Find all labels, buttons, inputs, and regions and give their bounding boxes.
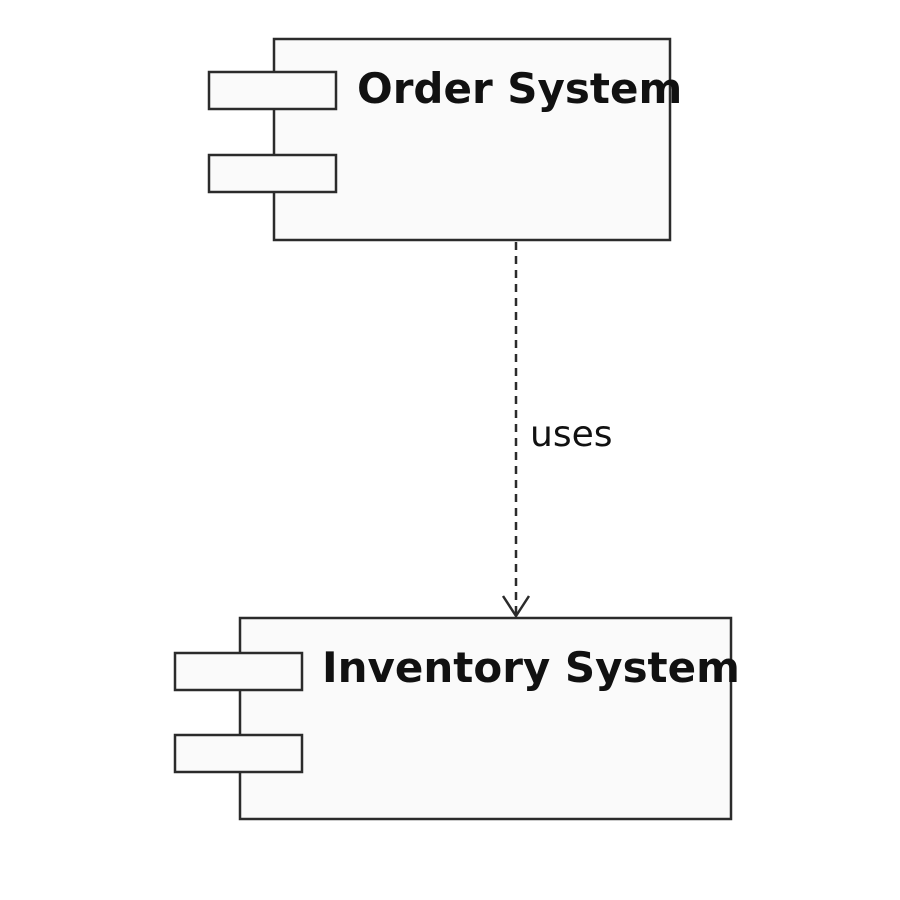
dependency-label: uses (530, 414, 612, 455)
component-inventory-system[interactable]: Inventory System (173, 616, 740, 821)
component-title: Inventory System (322, 643, 740, 692)
component-port-lower (173, 733, 304, 774)
component-body (238, 616, 733, 821)
dependency-arrowhead-icon (501, 595, 531, 619)
component-port-lower (207, 153, 338, 194)
component-body (272, 37, 672, 242)
dependency-uses[interactable]: uses (501, 242, 612, 619)
component-port-upper (173, 651, 304, 692)
component-order-system[interactable]: Order System (207, 37, 682, 242)
component-port-upper (207, 70, 338, 111)
component-title: Order System (357, 64, 682, 113)
